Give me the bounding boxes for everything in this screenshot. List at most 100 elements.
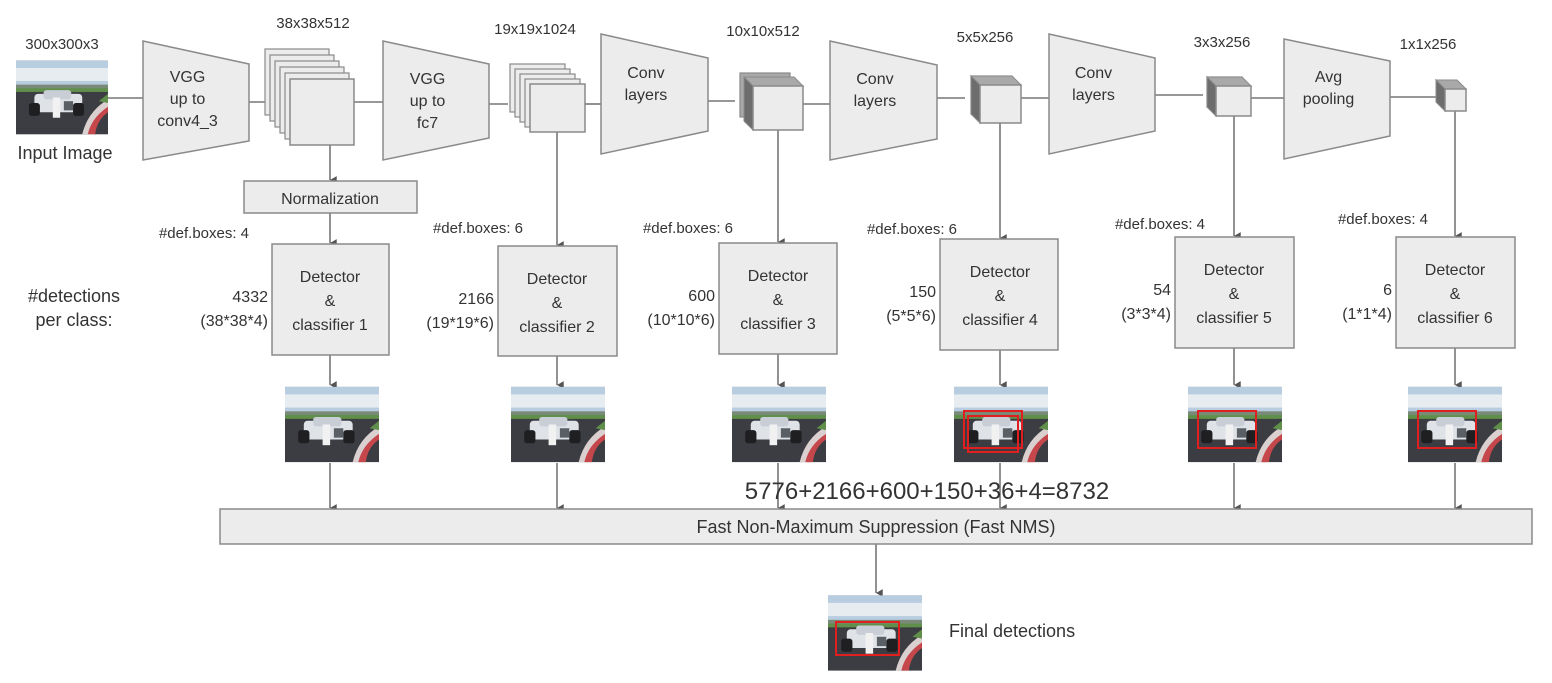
- detector-label: &: [773, 292, 784, 309]
- layer-block-label: Avg: [1315, 69, 1342, 86]
- detection-formula: (3*3*4): [1121, 306, 1171, 323]
- layer-block-label: VGG: [410, 71, 446, 88]
- feature-map-front: [979, 84, 1022, 124]
- feature-map-front: [1215, 85, 1252, 117]
- detection-thumbnail-image: [732, 386, 826, 463]
- feature-map-dims-label: 10x10x512: [726, 23, 799, 40]
- detector-box: [497, 245, 618, 357]
- layer-block-label: up to: [170, 91, 206, 108]
- detector-label: Detector: [527, 271, 588, 288]
- detector-box: [939, 238, 1059, 351]
- normalization-block: Normalization: [243, 180, 418, 214]
- detector-box: [1395, 236, 1516, 349]
- detector-label: Detector: [748, 268, 809, 285]
- normalization-box: [243, 180, 418, 214]
- layer-block-conv3: Conv layers: [1048, 33, 1156, 155]
- input-dims-label: 300x300x3: [25, 36, 98, 53]
- feature-map-front: [1444, 88, 1467, 112]
- feature-map-6: 1x1x256: [1400, 36, 1468, 113]
- default-boxes-label: #def.boxes: 6: [433, 220, 523, 237]
- layer-block-vgg1: VGG up to conv4_3: [142, 40, 250, 161]
- detector-label: classifier 4: [962, 312, 1038, 329]
- detector-label: Detector: [300, 269, 361, 286]
- detector-label: &: [1450, 286, 1461, 303]
- layer-block-label: fc7: [417, 115, 438, 132]
- detector-label: &: [325, 293, 336, 310]
- detection-count: 4332: [232, 289, 268, 306]
- detection-formula: (19*19*6): [426, 315, 494, 332]
- default-boxes-label: #def.boxes: 4: [159, 225, 249, 242]
- feature-map-dims-label: 1x1x256: [1400, 36, 1457, 53]
- cube-side-face: [970, 74, 981, 125]
- feature-map-2: 19x19x1024: [494, 21, 586, 133]
- detector-classifier-3: #def.boxes: 6 Detector & classifier 3 600 (10…: [643, 220, 838, 463]
- detector-label: &: [552, 295, 563, 312]
- trapezoid-shape: [1048, 33, 1156, 155]
- detection-count: 600: [688, 288, 715, 305]
- detector-box: [271, 243, 390, 356]
- detection-count: 54: [1153, 282, 1171, 299]
- detector-label: classifier 6: [1417, 310, 1493, 327]
- layer-block-label: pooling: [1303, 91, 1355, 108]
- detection-count: 150: [909, 284, 936, 301]
- detector-label: &: [1229, 286, 1240, 303]
- default-boxes-label: #def.boxes: 4: [1338, 211, 1428, 228]
- input-image: [16, 60, 108, 135]
- feature-map-dims-label: 38x38x512: [276, 15, 349, 32]
- feature-map-front: [529, 83, 586, 133]
- detector-label: Detector: [1204, 262, 1265, 279]
- detection-formula: (1*1*4): [1342, 306, 1392, 323]
- trapezoid-shape: [829, 40, 938, 161]
- final-detections-label: Final detections: [949, 621, 1075, 641]
- detector-classifier-2: #def.boxes: 6 Detector & classifier 2 2166 (1…: [426, 220, 618, 463]
- detector-box: [718, 242, 838, 355]
- cube-side-face: [743, 75, 754, 132]
- detection-thumbnail-image: [511, 386, 605, 463]
- detection-formula: (38*38*4): [200, 313, 268, 330]
- detection-bounding-box: [967, 415, 1019, 453]
- layer-block-label: conv4_3: [157, 113, 218, 130]
- detector-label: Detector: [1425, 262, 1486, 279]
- trapezoid-shape: [1283, 38, 1391, 160]
- detection-formula: (10*10*6): [647, 312, 715, 329]
- layer-block-avgpool: Avg pooling: [1283, 38, 1391, 160]
- layer-block-conv1: Conv layers: [600, 33, 709, 155]
- detection-thumbnail-image: [1188, 386, 1282, 463]
- detector-label: classifier 3: [740, 316, 816, 333]
- layer-block-label: Conv: [1075, 65, 1112, 82]
- feature-map-dims-label: 19x19x1024: [494, 21, 576, 38]
- layer-block-label: layers: [1072, 87, 1115, 104]
- detection-count: 2166: [458, 291, 494, 308]
- normalization-label: Normalization: [281, 191, 379, 208]
- layer-block-label: VGG: [170, 69, 206, 86]
- layer-block-label: Conv: [627, 65, 664, 82]
- feature-map-dims-label: 5x5x256: [957, 29, 1014, 46]
- detection-thumbnail-image: [285, 386, 379, 463]
- detector-classifier-6: #def.boxes: 4 Detector & classifier 6 6 (1*1*…: [1338, 211, 1516, 463]
- feature-map-4: 5x5x256: [957, 29, 1023, 125]
- connections-layer: [108, 94, 1462, 597]
- trapezoid-shape: [382, 40, 490, 161]
- detection-bounding-box: [1197, 410, 1257, 449]
- default-boxes-label: #def.boxes: 4: [1115, 216, 1205, 233]
- feature-map-3: 10x10x512: [726, 23, 805, 132]
- feature-map-front: [289, 78, 355, 146]
- detection-bounding-box: [1417, 410, 1477, 449]
- trapezoid-shape: [142, 40, 250, 161]
- detector-label: classifier 2: [519, 319, 595, 336]
- detection-count: 6: [1383, 282, 1392, 299]
- detection-formula: (5*5*6): [886, 308, 936, 325]
- layer-block-label: layers: [625, 87, 668, 104]
- detector-box: [1174, 236, 1295, 349]
- fast-nms-block: Fast Non-Maximum Suppression (Fast NMS): [219, 508, 1533, 545]
- feature-map-front: [752, 85, 804, 131]
- cube-top-face: [742, 76, 805, 87]
- default-boxes-label: #def.boxes: 6: [643, 220, 733, 237]
